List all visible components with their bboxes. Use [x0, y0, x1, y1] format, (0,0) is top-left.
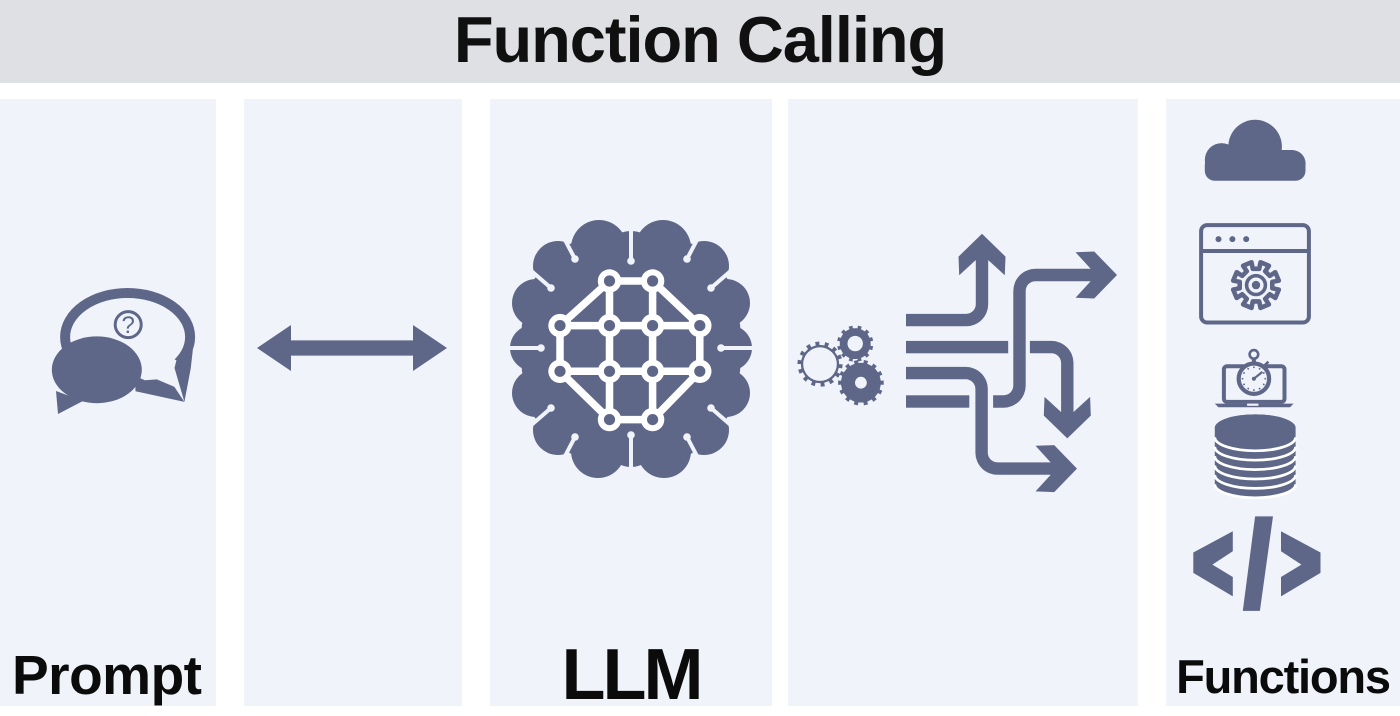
svg-text:?: ?: [122, 312, 135, 339]
